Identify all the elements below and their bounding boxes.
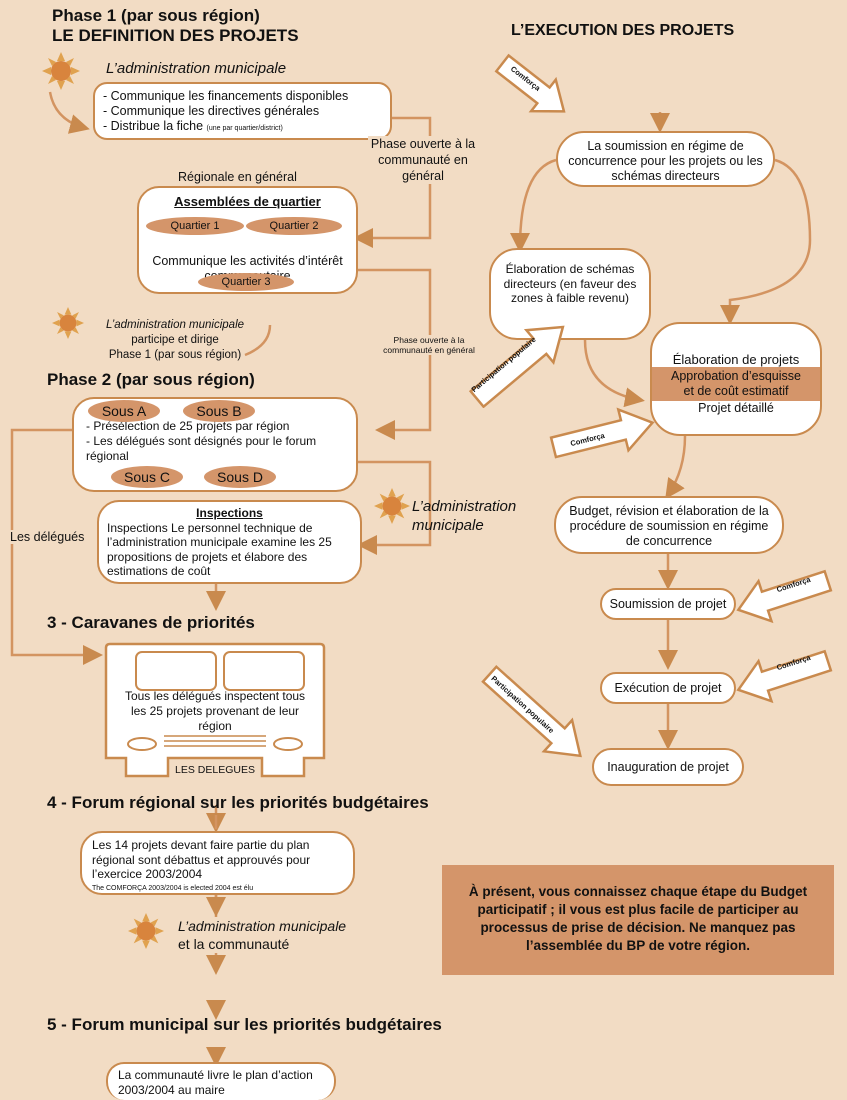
arrow-icon xyxy=(736,649,833,704)
sun-icon xyxy=(52,307,84,339)
admin2-block: L’administration municipale participe et… xyxy=(105,319,245,361)
inspections-text: Inspections Le personnel technique de l’… xyxy=(107,520,332,579)
phase2-text-1: - Présélection de 25 projets par région xyxy=(86,419,290,433)
arrow-icon xyxy=(494,53,566,113)
phase5-text: La communauté livre le plan d’action 200… xyxy=(118,1068,313,1097)
arrow-icon xyxy=(481,664,582,758)
bus-label: LES DELEGUES xyxy=(175,764,255,776)
phase4-title: 4 - Forum régional sur les priorités bud… xyxy=(47,793,429,812)
admin-item-3-note: (une par quartier/district) xyxy=(206,125,283,132)
phase5-title: 5 - Forum municipal sur les priorités bu… xyxy=(47,1015,442,1034)
sun-icon xyxy=(128,913,164,949)
arrow-icon xyxy=(736,569,833,624)
assembly-title: Assemblées de quartier xyxy=(174,194,321,209)
budget-box: Budget, révision et élaboration de la pr… xyxy=(554,496,784,554)
arrow-icon xyxy=(468,325,565,408)
phase3-title: 3 - Caravanes de priorités xyxy=(47,613,255,632)
admin-label-1: L’administration municipale xyxy=(106,60,287,77)
phase2-text: - Présélection de 25 projets par région … xyxy=(86,419,348,464)
approbation-text: Approbation d’esquisse et de coût estima… xyxy=(652,367,820,401)
execution-projet-box: Exécution de projet xyxy=(600,672,736,704)
phase4-text: Les 14 projets devant faire partie du pl… xyxy=(92,838,311,881)
bus-icon xyxy=(104,642,326,778)
sun-icon xyxy=(374,488,410,524)
admin-tasks-box: - Communique les financements disponible… xyxy=(93,82,392,140)
quartier-3: Quartier 3 xyxy=(198,273,294,291)
arrow-icon xyxy=(549,407,655,459)
phase4-box: Les 14 projets devant faire partie du pl… xyxy=(80,831,355,895)
phase2-title: Phase 2 (par sous région) xyxy=(47,370,255,389)
sub-c: Sous C xyxy=(111,466,183,488)
admin-item-1: - Communique les financements disponible… xyxy=(103,89,349,103)
admin-community-block: L’administration municipale et la commun… xyxy=(178,917,347,953)
sub-d: Sous D xyxy=(204,466,276,488)
concurrence-box: La soumission en régime de concurrence p… xyxy=(556,131,775,187)
phase2-text-2: - Les délégués sont désignés pour le for… xyxy=(86,434,317,463)
phase5-box: La communauté livre le plan d’action 200… xyxy=(106,1062,336,1100)
sun-icon xyxy=(42,52,80,90)
summary-note: À présent, vous connaissez chaque étape … xyxy=(442,865,834,975)
sub-a: Sous A xyxy=(88,400,160,422)
phase4-note: The COMFORÇA 2003/2004 is elected 2004 e… xyxy=(92,884,254,892)
quartier-1: Quartier 1 xyxy=(146,217,244,235)
inauguration-box: Inauguration de projet xyxy=(592,748,744,786)
assembly-box: Assemblées de quartier Communique les ac… xyxy=(137,186,358,294)
open-phase-label-1: Phase ouverte à la communauté en général xyxy=(368,136,478,184)
sub-b: Sous B xyxy=(183,400,255,422)
admin-item-3: - Distribue la fiche xyxy=(103,119,204,133)
execution-title: L’EXECUTION DES PROJETS xyxy=(511,22,735,39)
open-phase-label-2: Phase ouverte à la communauté en général xyxy=(378,335,480,355)
elab-projets-box: Élaboration de projets Approbation d’esq… xyxy=(650,322,822,436)
schemas-box: Élaboration de schémas directeurs (en fa… xyxy=(489,248,651,340)
admin-label-3: L’administration municipale xyxy=(412,498,517,534)
inspections-title: Inspections xyxy=(196,506,263,520)
bus-text: Tous les délégués inspectent tous les 25… xyxy=(124,689,306,733)
admin-item-2: - Communique les directives générales xyxy=(103,104,320,118)
projet-detaille-text: Projet détaillé xyxy=(698,401,774,415)
quartier-2: Quartier 2 xyxy=(246,217,342,235)
soumission-projet-box: Soumission de projet xyxy=(600,588,736,620)
elab-projets-text: Élaboration de projets xyxy=(672,352,800,367)
phase1-title: Phase 1 (par sous région) LE DEFINITION … xyxy=(52,6,299,45)
inspections-box: Inspections Inspections Le personnel tec… xyxy=(97,500,362,584)
delegates-label: Les délégués xyxy=(8,530,87,544)
regional-label: Régionale en général xyxy=(178,170,297,184)
